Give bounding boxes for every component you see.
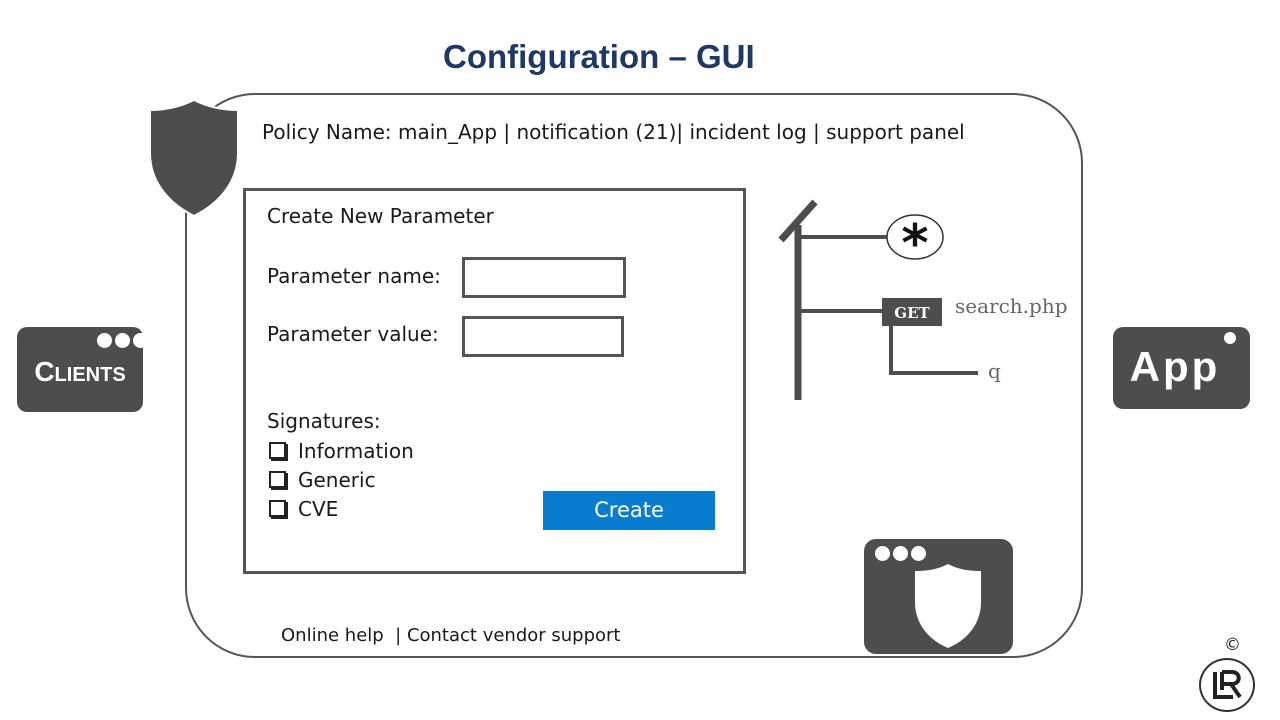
app-box: App (1113, 327, 1250, 409)
window-dots-icon (97, 333, 148, 348)
nav-link-support-panel[interactable]: support panel (826, 120, 965, 144)
shield-icon (915, 564, 981, 648)
footer-separator: | (383, 625, 407, 646)
clients-label: Clients (34, 356, 126, 387)
signature-option-information[interactable]: Information (267, 439, 414, 463)
parameter-name-field[interactable] (462, 257, 626, 298)
signature-option-cve[interactable]: CVE (267, 497, 338, 521)
policy-navbar: Policy Name: main_App | notification (21… (262, 120, 965, 144)
waf-box (864, 539, 1013, 654)
parameter-name-label: Parameter name: (267, 264, 441, 288)
create-button[interactable]: Create (543, 491, 715, 530)
checkbox-icon[interactable] (269, 500, 286, 517)
parameter-value-field[interactable] (462, 316, 624, 357)
online-help-link[interactable]: Online help (281, 625, 384, 646)
checkbox-icon[interactable] (269, 471, 286, 488)
policy-name: Policy Name: main_App (262, 120, 498, 144)
shield-icon (149, 98, 239, 218)
page-title: Configuration – GUI (443, 38, 755, 75)
footer-links: Online help | Contact vendor support (281, 625, 621, 646)
get-method-badge (882, 298, 942, 326)
signature-label: Generic (298, 468, 376, 492)
signature-label: CVE (298, 497, 339, 521)
param-node-label: q (988, 359, 1001, 383)
tree-root-slash (778, 199, 818, 243)
wildcard-symbol: * (901, 214, 928, 274)
checkbox-icon[interactable] (269, 442, 286, 459)
clients-box: Clients (17, 327, 148, 412)
signatures-label: Signatures: (267, 409, 381, 433)
app-dot-icon (1224, 332, 1236, 344)
copyright-symbol: © (1224, 635, 1241, 655)
nav-link-notification[interactable]: notification (21) (516, 120, 677, 144)
lr-logo (1199, 658, 1255, 712)
file-node-label: search.php (955, 294, 1068, 318)
get-method-label: GET (894, 304, 930, 322)
app-label: App (1129, 343, 1221, 390)
nav-separator: | (806, 120, 827, 144)
wildcard-node (886, 214, 944, 260)
nav-link-incident-log[interactable]: incident log (689, 120, 807, 144)
signature-label: Information (298, 439, 414, 463)
signature-option-generic[interactable]: Generic (267, 468, 376, 492)
dialog-title: Create New Parameter (267, 204, 494, 228)
nav-separator: | (497, 120, 517, 144)
contact-vendor-support-link[interactable]: Contact vendor support (406, 625, 621, 646)
parameter-value-label: Parameter value: (267, 322, 439, 346)
window-dots-icon (875, 546, 926, 561)
url-tree-diagram: * GET search.php q (778, 199, 1068, 400)
nav-separator: | (676, 120, 690, 144)
